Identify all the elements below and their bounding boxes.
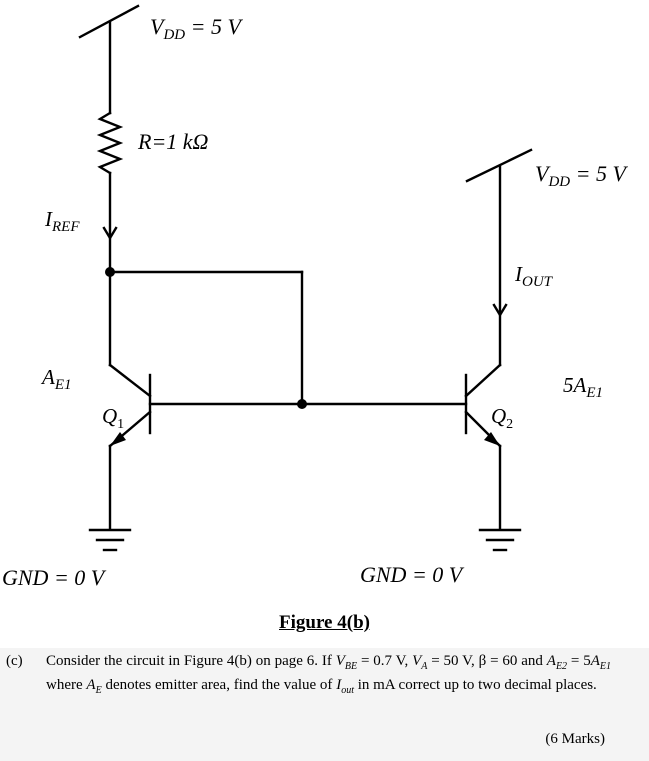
junction-dot-base [297, 399, 307, 409]
iref-arrow [102, 226, 118, 241]
iref-label: IREF [44, 207, 80, 235]
vdd-left-label: VDD = 5 V [150, 14, 243, 43]
q2-collector [464, 363, 502, 398]
q1-collector [108, 363, 152, 398]
junction-dot-collector [105, 267, 115, 277]
question-label: (c) [6, 653, 23, 669]
q2-area-label: 5AE1 [563, 373, 603, 401]
gnd-left-label: GND = 0 V [2, 565, 107, 590]
figure-caption: Figure 4(b) [279, 612, 370, 633]
question-block: (c) Consider the circuit in Figure 4(b) … [0, 648, 649, 761]
marks-label: (6 Marks) [545, 731, 605, 747]
q2-emitter-arrow [484, 432, 500, 446]
q2-name-label: Q2 [491, 404, 513, 432]
gnd-right-label: GND = 0 V [360, 562, 465, 587]
question-text: Consider the circuit in Figure 4(b) on p… [46, 653, 612, 696]
circuit-diagram: VDD = 5 V R=1 kΩ IREF VDD = 5 V IOUT AE1… [2, 4, 628, 590]
q1-area-label: AE1 [40, 365, 72, 393]
vdd-right-label: VDD = 5 V [535, 161, 628, 190]
iout-label: IOUT [514, 262, 554, 290]
caption-container: Figure 4(b) [0, 612, 649, 634]
q1-emitter-arrow [110, 432, 126, 446]
resistor-label: R=1 kΩ [137, 129, 209, 154]
q1-name-label: Q1 [102, 404, 124, 432]
resistor-symbol [96, 111, 124, 175]
iout-arrow [492, 303, 508, 318]
